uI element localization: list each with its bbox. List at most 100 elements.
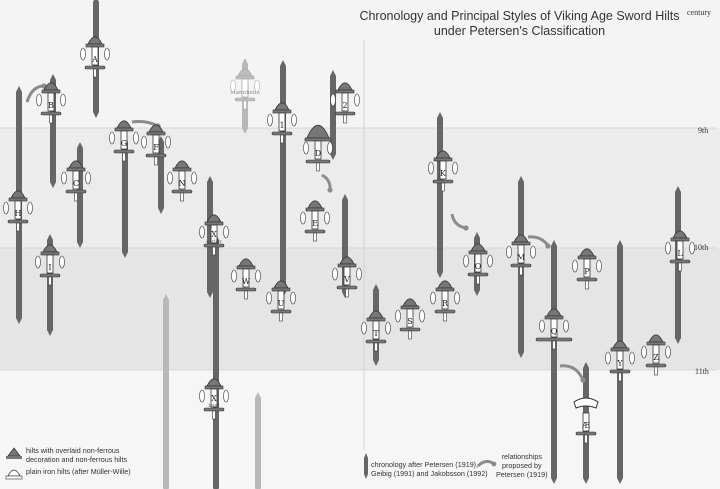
hilt-grip	[550, 318, 558, 338]
hilt-type-29: Z	[641, 334, 671, 376]
hilt-guard	[203, 407, 225, 412]
hilt-side-view	[605, 351, 611, 365]
hilt-guard	[334, 111, 356, 116]
hilt-side-view	[506, 245, 512, 259]
hilt-label: Z	[653, 353, 659, 362]
diagram-title: Chronology and Principal Styles of Vikin…	[352, 9, 687, 39]
hilt-grip	[616, 350, 624, 370]
hilt-side-view	[629, 351, 635, 365]
chronology-bar	[551, 246, 557, 478]
hilt-side-view	[231, 269, 237, 283]
chronology-bar	[50, 80, 56, 182]
chronology-bar	[158, 142, 164, 208]
chronology-bar-top	[617, 240, 623, 246]
legend-relationships-line-2: proposed by	[501, 461, 542, 470]
legend-relationship-arrow-head	[491, 461, 497, 467]
hilt-guard	[270, 309, 292, 314]
hilt-grip	[372, 320, 380, 340]
hilt-type-24: M	[506, 234, 536, 276]
hilt-type-30: L	[665, 230, 695, 272]
hilt-side-view	[428, 161, 434, 175]
hilt-blade	[441, 182, 445, 192]
hilt-guard	[467, 272, 489, 277]
chronology-bar-bottom	[93, 112, 99, 118]
hilt-grip	[676, 240, 684, 260]
chronology-bar	[255, 398, 261, 488]
legend-overlaid-symbol-base	[6, 456, 22, 459]
hilt-label: D	[315, 149, 321, 158]
hilt-grip	[583, 258, 591, 278]
hilt-type-10: Mannheim	[230, 68, 261, 110]
century-band	[0, 128, 720, 248]
hilt-guard	[434, 309, 456, 314]
chronology-bar-bottom	[551, 478, 557, 484]
legend-chronology-line-1: chronology after Petersen (1919),	[371, 460, 479, 469]
hilt-type-22: K	[428, 150, 458, 192]
hilt-grip	[652, 344, 660, 364]
hilt-grip	[278, 112, 286, 132]
title-line-2: under Petersen's Classification	[433, 24, 606, 38]
hilt-grip	[311, 210, 319, 230]
hilt-upper-guard	[646, 341, 666, 346]
hilt-type-5: I	[35, 244, 65, 286]
hilt-side-view	[356, 267, 362, 281]
hilt-upper-guard	[40, 251, 60, 256]
hilt-guard	[645, 363, 667, 368]
hilt-type-4: C	[61, 160, 91, 202]
century-band	[0, 370, 720, 489]
relationship-arrow	[559, 364, 585, 381]
chronology-bar-top	[255, 392, 261, 398]
hilt-side-view	[291, 113, 297, 127]
hilt-side-view	[665, 241, 671, 255]
chronology-bar-top	[50, 74, 56, 80]
century-tick-11th: 11th	[695, 367, 709, 376]
hilt-type-2: A	[80, 36, 110, 78]
hilt-side-view	[223, 225, 229, 239]
hilt-guard	[305, 159, 331, 164]
legend-chronology-line-2: Geibig (1991) and Jakobsson (1992)	[371, 469, 488, 478]
chronology-bar-bottom	[16, 318, 22, 324]
hilt-guard	[39, 273, 61, 278]
legend-relationships-line-3: Petersen (1919)	[496, 470, 548, 479]
hilt-label-note: earlier	[206, 239, 222, 245]
hilt-upper-guard	[272, 109, 292, 114]
legend-symbols	[5, 447, 497, 480]
hilt-label: I	[48, 263, 51, 272]
hilt-type-25: Q	[535, 308, 573, 350]
hilt-side-view	[563, 319, 569, 333]
hilt-label: B	[48, 101, 54, 110]
hilt-side-view	[330, 93, 336, 107]
hilt-side-view	[324, 211, 330, 225]
hilt-label: V	[343, 275, 350, 284]
hilt-side-view	[167, 171, 173, 185]
hilt-label: 2	[342, 101, 347, 110]
hilt-grip	[91, 46, 99, 66]
hilt-blade	[212, 410, 216, 420]
legend-plain: plain iron hilts (after Müller-Wille)	[26, 467, 131, 476]
hilt-side-view	[354, 93, 360, 107]
hilt-blade	[279, 312, 283, 322]
chronology-bar-top	[675, 186, 681, 192]
hilt-guard	[234, 97, 256, 102]
hilt-label: L	[677, 249, 683, 258]
hilt-upper-guard	[204, 221, 224, 226]
chronology-bar-top	[373, 284, 379, 290]
hilt-type-28: Y	[605, 340, 635, 382]
chronology-bar-top	[551, 240, 557, 246]
hilt-type-26: P	[572, 248, 602, 290]
chronology-bar-top	[330, 70, 336, 76]
hilt-label: S	[407, 317, 412, 326]
hilt-label: C	[73, 179, 79, 188]
hilt-guard	[576, 277, 598, 282]
hilt-label: W	[242, 277, 251, 286]
hilt-type-20: S	[395, 298, 425, 340]
hilt-side-view	[3, 201, 9, 215]
hilt-upper-guard	[544, 315, 564, 320]
chronology-bar-bottom	[330, 154, 336, 160]
hilt-blade	[93, 68, 97, 78]
hilt-guard	[65, 189, 87, 194]
hilt-blade	[244, 290, 248, 300]
hilt-type-16: U	[266, 280, 296, 322]
